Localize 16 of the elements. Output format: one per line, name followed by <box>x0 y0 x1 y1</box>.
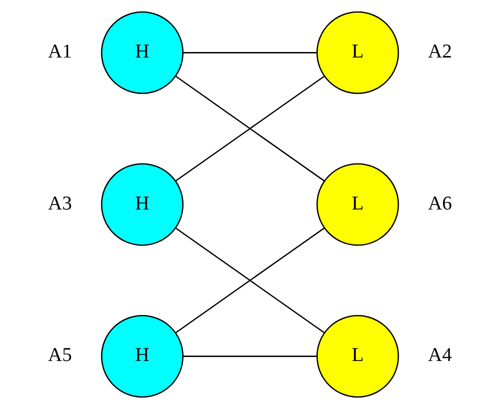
node-circle: L <box>316 315 400 398</box>
connector <box>176 228 325 334</box>
node-circle: L <box>316 163 400 246</box>
node-label: A1 <box>48 42 72 63</box>
node-circle: H <box>100 163 184 246</box>
node-label: A6 <box>428 193 452 214</box>
node-label: A5 <box>48 345 72 366</box>
connector <box>176 76 325 182</box>
connector <box>183 356 317 357</box>
node-circle: L <box>316 11 400 94</box>
node-label: A4 <box>428 345 452 366</box>
node-circle: H <box>100 315 184 398</box>
connector <box>183 52 317 54</box>
node-label: A2 <box>428 42 452 63</box>
node-label: A3 <box>48 193 72 214</box>
node-circle: H <box>100 11 184 94</box>
